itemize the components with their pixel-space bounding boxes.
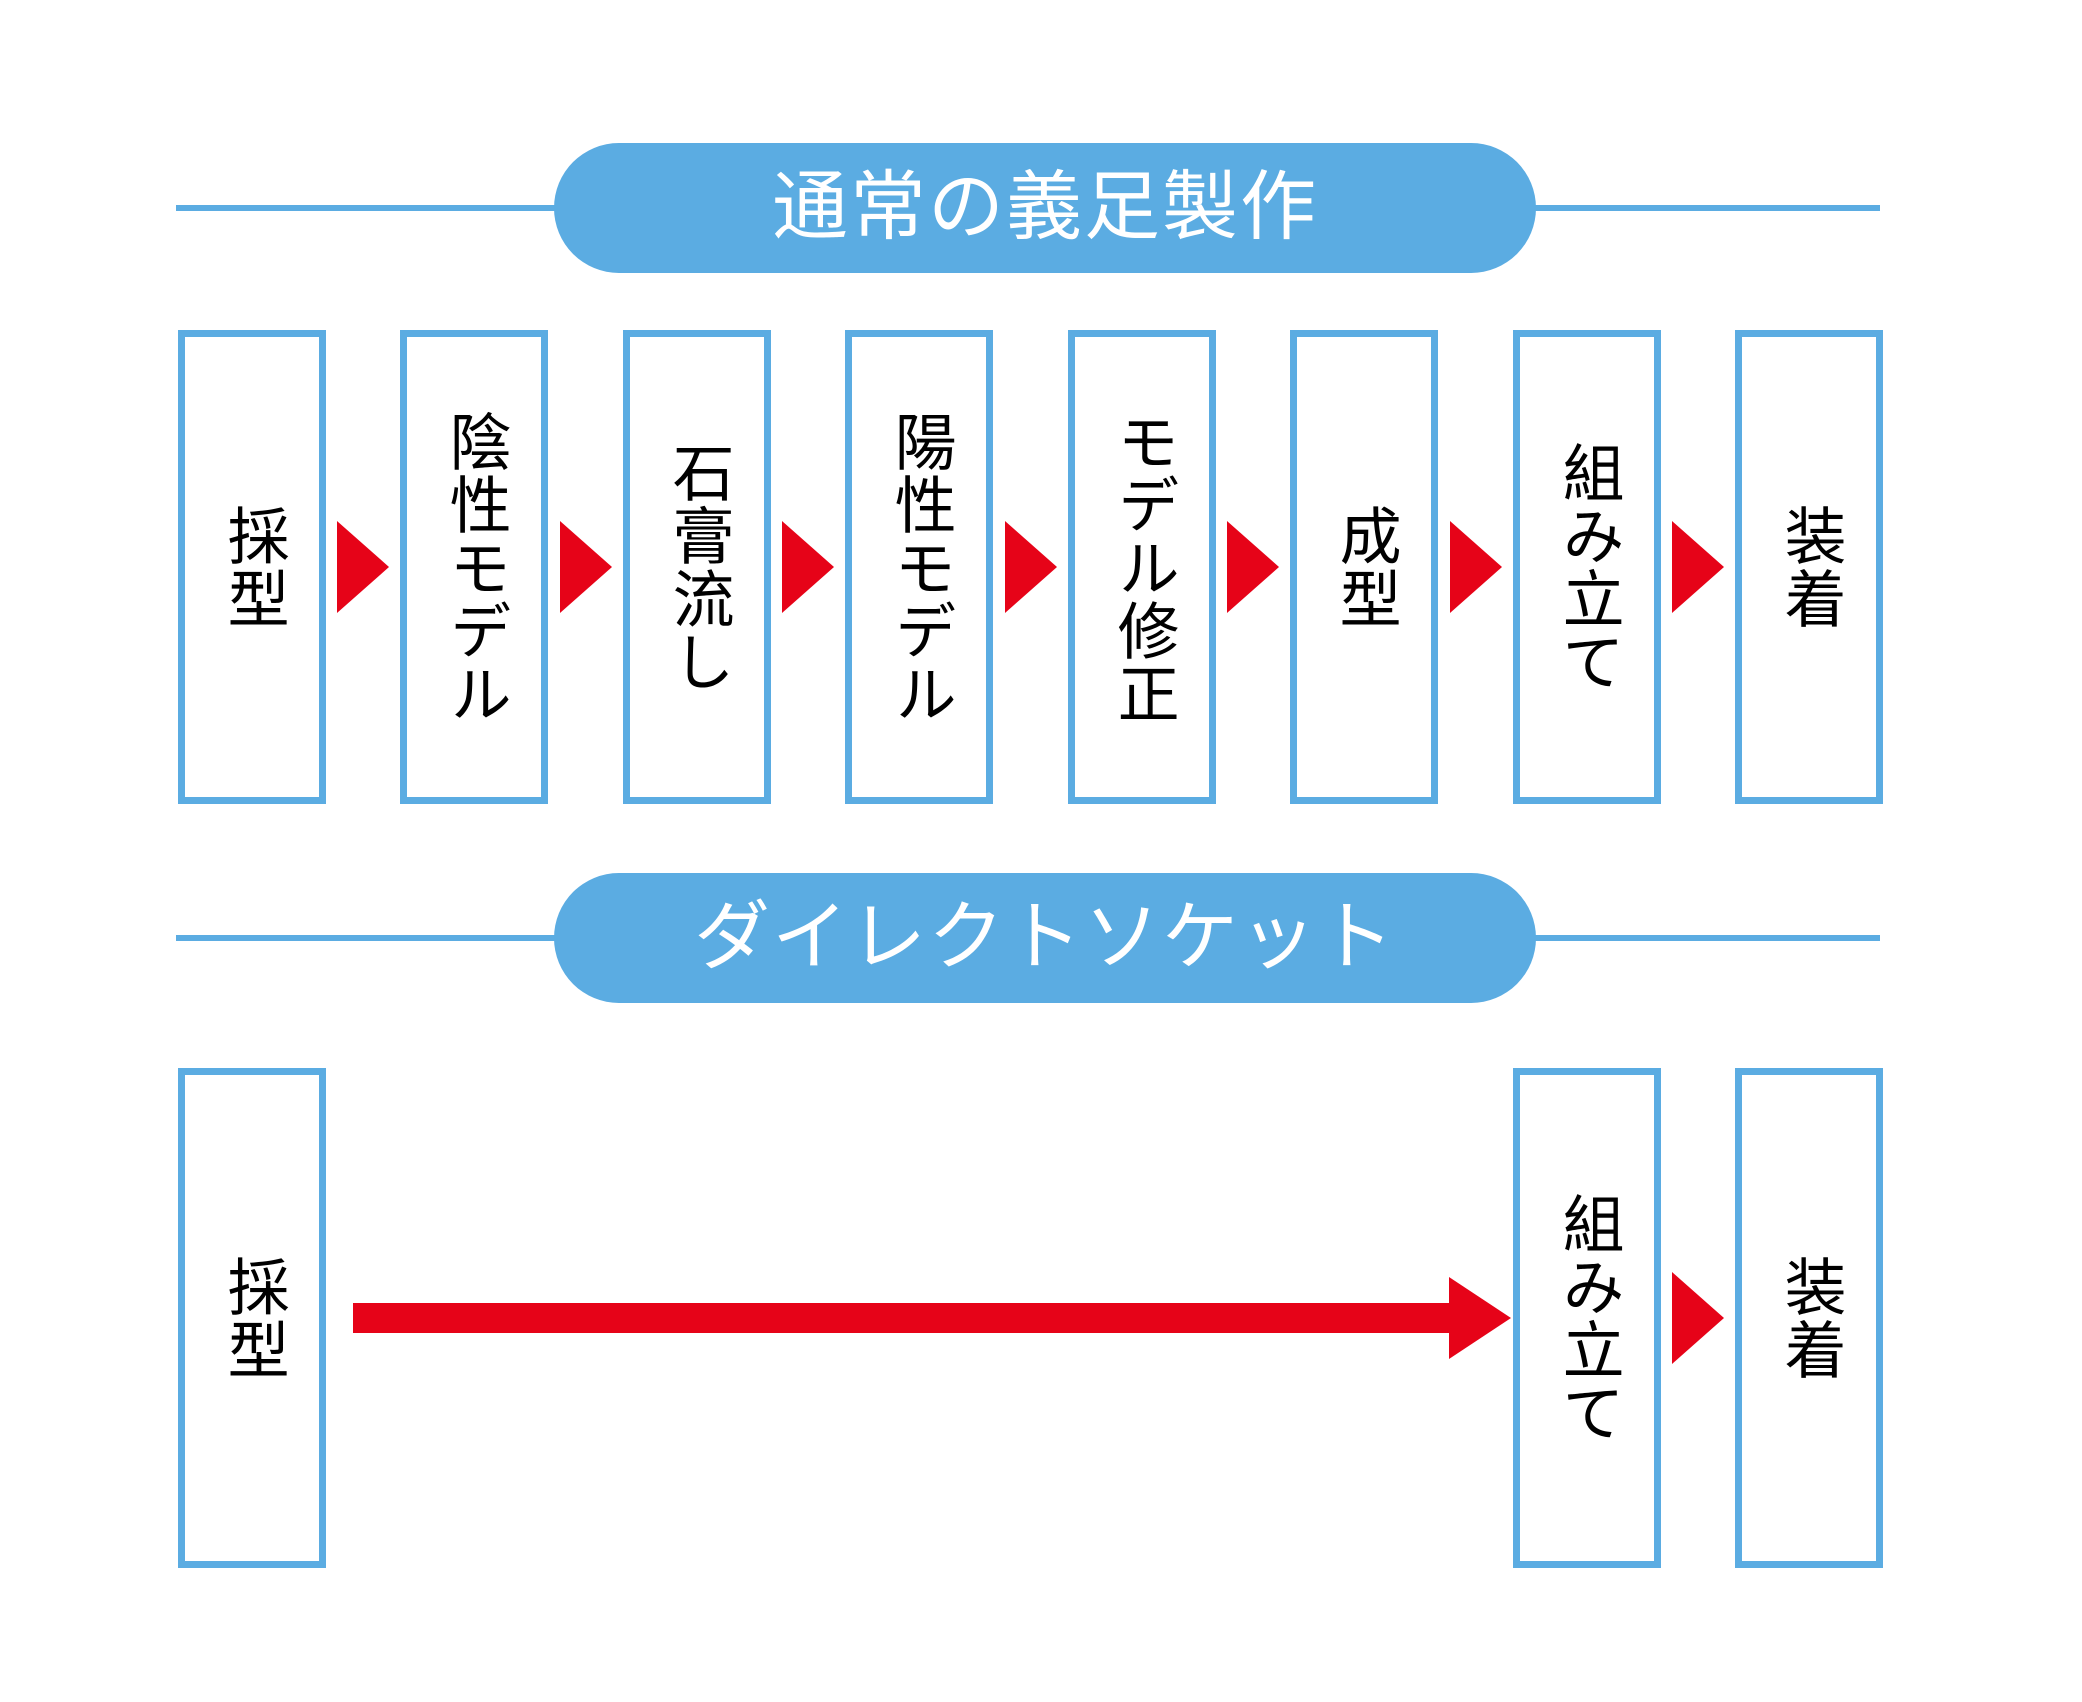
step-box-conventional-5[interactable]: モデル修正 <box>1068 330 1216 804</box>
step-box-conventional-8[interactable]: 装着 <box>1735 330 1883 804</box>
step-label-conventional-1: 採型 <box>217 504 287 630</box>
step-box-conventional-6[interactable]: 成型 <box>1290 330 1438 804</box>
step-label-direct-2: 組み立て <box>1552 1192 1622 1444</box>
banner-pill-direct-socket: ダイレクトソケット <box>554 873 1536 1003</box>
step-label-conventional-7: 組み立て <box>1552 441 1622 693</box>
banner-rule-left <box>176 205 560 211</box>
flow-arrow-icon-conventional-1 <box>337 521 389 613</box>
banner-pill-conventional: 通常の義足製作 <box>554 143 1536 273</box>
step-label-conventional-6: 成型 <box>1329 504 1399 630</box>
step-label-conventional-3: 石膏流し <box>662 441 732 693</box>
flow-arrow-icon-conventional-5 <box>1227 521 1279 613</box>
step-label-direct-3: 装着 <box>1774 1255 1844 1381</box>
section-banner-conventional: 通常の義足製作 <box>0 143 2082 273</box>
step-label-conventional-8: 装着 <box>1774 504 1844 630</box>
flow-arrow-icon-conventional-3 <box>782 521 834 613</box>
step-box-direct-1[interactable]: 採型 <box>178 1068 326 1568</box>
step-box-conventional-1[interactable]: 採型 <box>178 330 326 804</box>
step-label-conventional-5: モデル修正 <box>1107 409 1177 725</box>
step-label-conventional-4: 陽性モデル <box>884 409 954 725</box>
banner-title-conventional: 通常の義足製作 <box>772 165 1318 250</box>
step-box-direct-2[interactable]: 組み立て <box>1513 1068 1661 1568</box>
shortcut-arrow-head <box>1449 1277 1511 1359</box>
flow-arrow-icon-direct-2 <box>1672 1272 1724 1364</box>
banner-title-direct-socket: ダイレクトソケット <box>694 895 1396 980</box>
step-box-conventional-4[interactable]: 陽性モデル <box>845 330 993 804</box>
shortcut-arrow-shaft <box>353 1303 1451 1333</box>
flow-arrow-icon-conventional-2 <box>560 521 612 613</box>
banner-rule-right <box>1528 205 1880 211</box>
step-box-conventional-7[interactable]: 組み立て <box>1513 330 1661 804</box>
flow-arrow-icon-conventional-4 <box>1005 521 1057 613</box>
flow-arrow-icon-conventional-6 <box>1450 521 1502 613</box>
step-box-conventional-3[interactable]: 石膏流し <box>623 330 771 804</box>
step-label-direct-1: 採型 <box>217 1255 287 1381</box>
step-label-conventional-2: 陰性モデル <box>439 409 509 725</box>
banner-rule-left-2 <box>176 935 560 941</box>
banner-rule-right-2 <box>1528 935 1880 941</box>
step-box-conventional-2[interactable]: 陰性モデル <box>400 330 548 804</box>
step-box-direct-3[interactable]: 装着 <box>1735 1068 1883 1568</box>
shortcut-arrow-icon-direct <box>353 1277 1511 1359</box>
section-banner-direct-socket: ダイレクトソケット <box>0 873 2082 1003</box>
flow-arrow-icon-conventional-7 <box>1672 521 1724 613</box>
